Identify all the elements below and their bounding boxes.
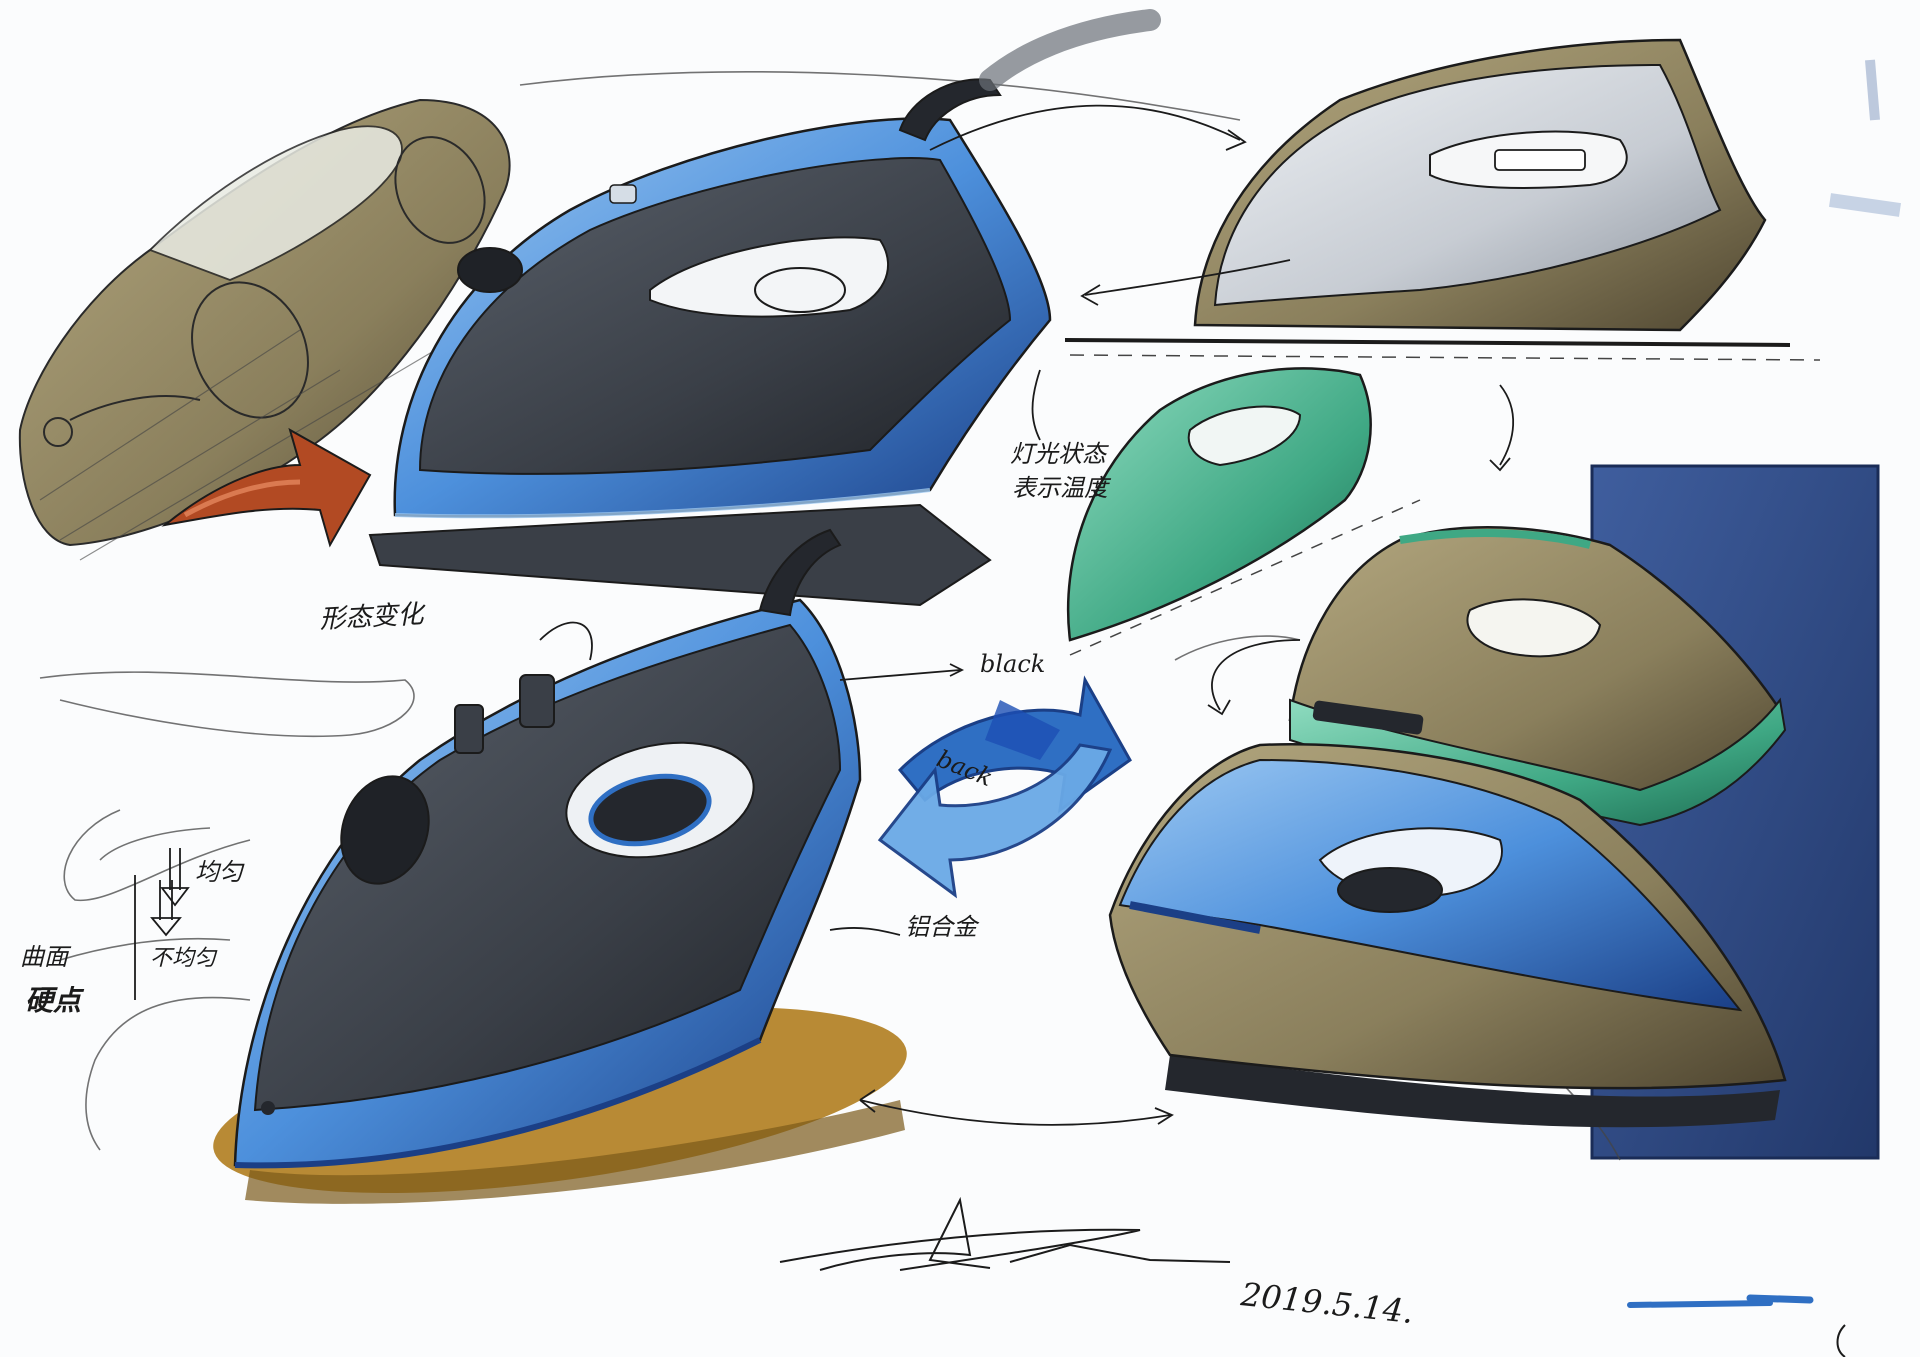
signature: [779, 1196, 1231, 1271]
annotation-uneven: 不均匀: [150, 946, 218, 971]
annotation-surface-1: 曲面: [20, 943, 72, 971]
annotation-black: black: [980, 650, 1045, 678]
iron-khaki-teal: [1288, 526, 1787, 827]
iron-teal-outline: [1066, 367, 1421, 656]
annotation-aluminum: 铝合金: [905, 913, 980, 941]
iron-silver-khaki: [1064, 38, 1821, 361]
car-sketch-khaki: [18, 98, 521, 561]
annotation-light-status-1: 灯光状态: [1010, 440, 1109, 468]
even-uneven-arrows: [134, 848, 190, 1000]
blue-swap-arrows: [877, 675, 1132, 899]
annotation-light-status-2: 表示温度: [1012, 474, 1112, 502]
arrow-right-icon: [161, 427, 372, 548]
iron-blue-large: [213, 528, 907, 1204]
connector-arrows: [539, 104, 1515, 1126]
annotation-date: 2019.5.14.: [1238, 1275, 1415, 1331]
pencil-swooshes: [39, 71, 1621, 1161]
annotation-shape-change: 形态变化: [319, 599, 427, 635]
iron-icon: [1066, 367, 1372, 642]
annotation-even: 均匀: [195, 858, 245, 886]
annotation-surface-2: 硬点: [25, 984, 85, 1017]
iron-blue-khaki: [1108, 742, 1787, 1128]
orange-arrow: [161, 427, 372, 548]
iron-blue-top: [368, 9, 1161, 607]
blue-marker-strokes: [1627, 59, 1901, 1357]
